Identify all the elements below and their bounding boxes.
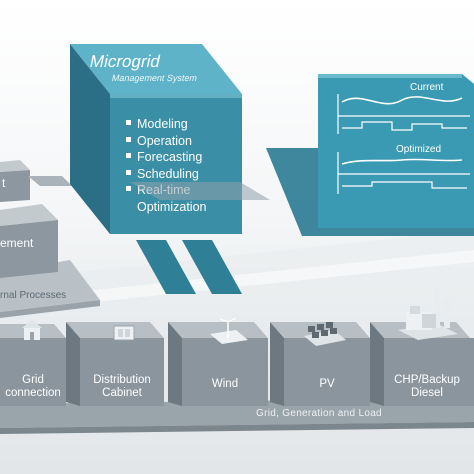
cabinet-icon [113, 325, 135, 341]
left-top-label: t [2, 176, 6, 190]
feature-operation: Operation [126, 133, 206, 150]
distribution-cabinet-label: Distribution Cabinet [93, 374, 151, 399]
solar-panel-icon [304, 322, 346, 346]
profile-box-shape [266, 74, 474, 236]
left-bottom-label: rnal Processes [0, 290, 67, 301]
grid-connection-label: Grid connection [5, 374, 61, 399]
pv-box: PV [284, 378, 370, 398]
down-arrows [136, 240, 242, 294]
microgrid-title: Microgrid [88, 52, 163, 71]
cube-to-left-arrow [130, 182, 270, 200]
feature-scheduling: Scheduling [126, 166, 206, 183]
power-plant-icon [398, 288, 458, 340]
chp-backup-diesel-box: CHP/Backup Diesel [384, 374, 470, 404]
microgrid-cube: Microgrid Management System Modeling Ope… [62, 38, 252, 238]
wind-turbine-icon [210, 318, 248, 344]
wind-box: Wind [182, 378, 268, 398]
chp-backup-diesel-label: CHP/Backup Diesel [394, 374, 460, 399]
feature-forecasting: Forecasting [126, 149, 206, 166]
house-icon [22, 320, 42, 340]
feature-modeling: Modeling [126, 116, 206, 133]
microgrid-subtitle: Management System [110, 73, 199, 83]
profile-box: Current Optimized [262, 64, 474, 244]
wind-label: Wind [211, 378, 239, 390]
current-label: Current [410, 82, 444, 93]
left-middle-label: ement [0, 236, 34, 250]
left-stack: t ement rnal Processes [0, 0, 110, 320]
left-stack-shapes [0, 160, 100, 318]
grid-connection-box: Grid connection [0, 374, 66, 404]
distribution-cabinet-box: Distribution Cabinet [80, 374, 164, 404]
microgrid-feature-list: Modeling Operation Forecasting Schedulin… [126, 116, 206, 215]
optimized-label: Optimized [396, 144, 442, 155]
bottom-row-caption: Grid, Generation and Load [256, 408, 382, 419]
bottom-row: Grid connection Distribution Cabinet Win… [0, 288, 474, 474]
pv-label: PV [319, 378, 335, 390]
